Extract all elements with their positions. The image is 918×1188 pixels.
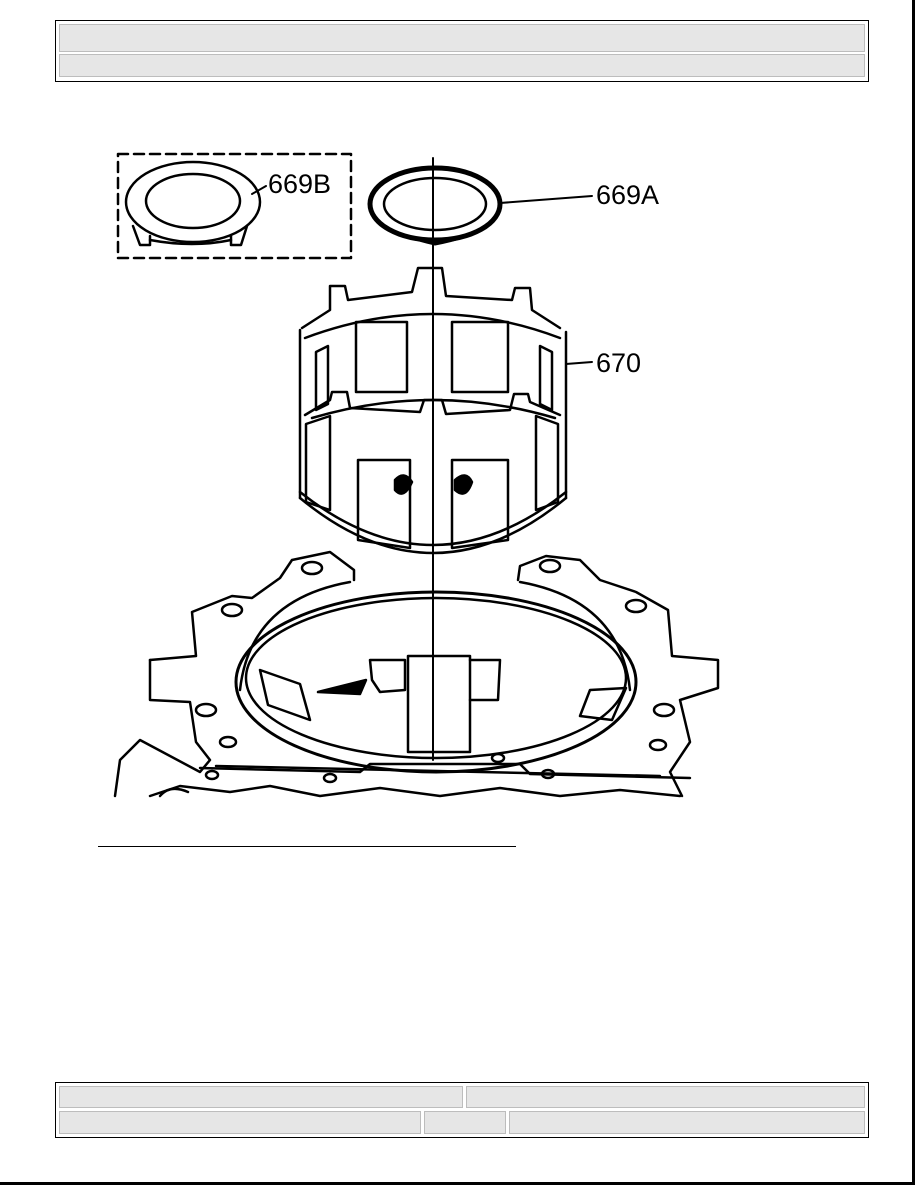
footer-cell-5: [509, 1111, 865, 1134]
leader-670: [565, 361, 593, 365]
separator-line: [98, 846, 516, 847]
inset-dashed-box: [116, 152, 353, 260]
transmission-case: [113, 550, 720, 798]
callout-670: 670: [596, 348, 641, 378]
callout-669a: 669A: [596, 180, 659, 210]
leader-669b: [251, 185, 267, 195]
callout-669b: 669B: [268, 169, 331, 199]
header-subtitle: [59, 54, 865, 77]
exploded-view-illustration: 669B 669A 670: [113, 152, 720, 798]
footer-cell-2: [466, 1086, 865, 1108]
footer-cell-4: [424, 1111, 506, 1134]
page-header: [55, 20, 869, 82]
part-670-shell: [298, 266, 568, 555]
part-669b-clip: [124, 160, 262, 247]
footer-cell-3: [59, 1111, 421, 1134]
leader-669a: [499, 195, 593, 204]
header-title: [59, 24, 865, 52]
footer-cell-1: [59, 1086, 463, 1108]
page-footer: [55, 1082, 869, 1138]
part-669a-washer: [367, 165, 503, 246]
